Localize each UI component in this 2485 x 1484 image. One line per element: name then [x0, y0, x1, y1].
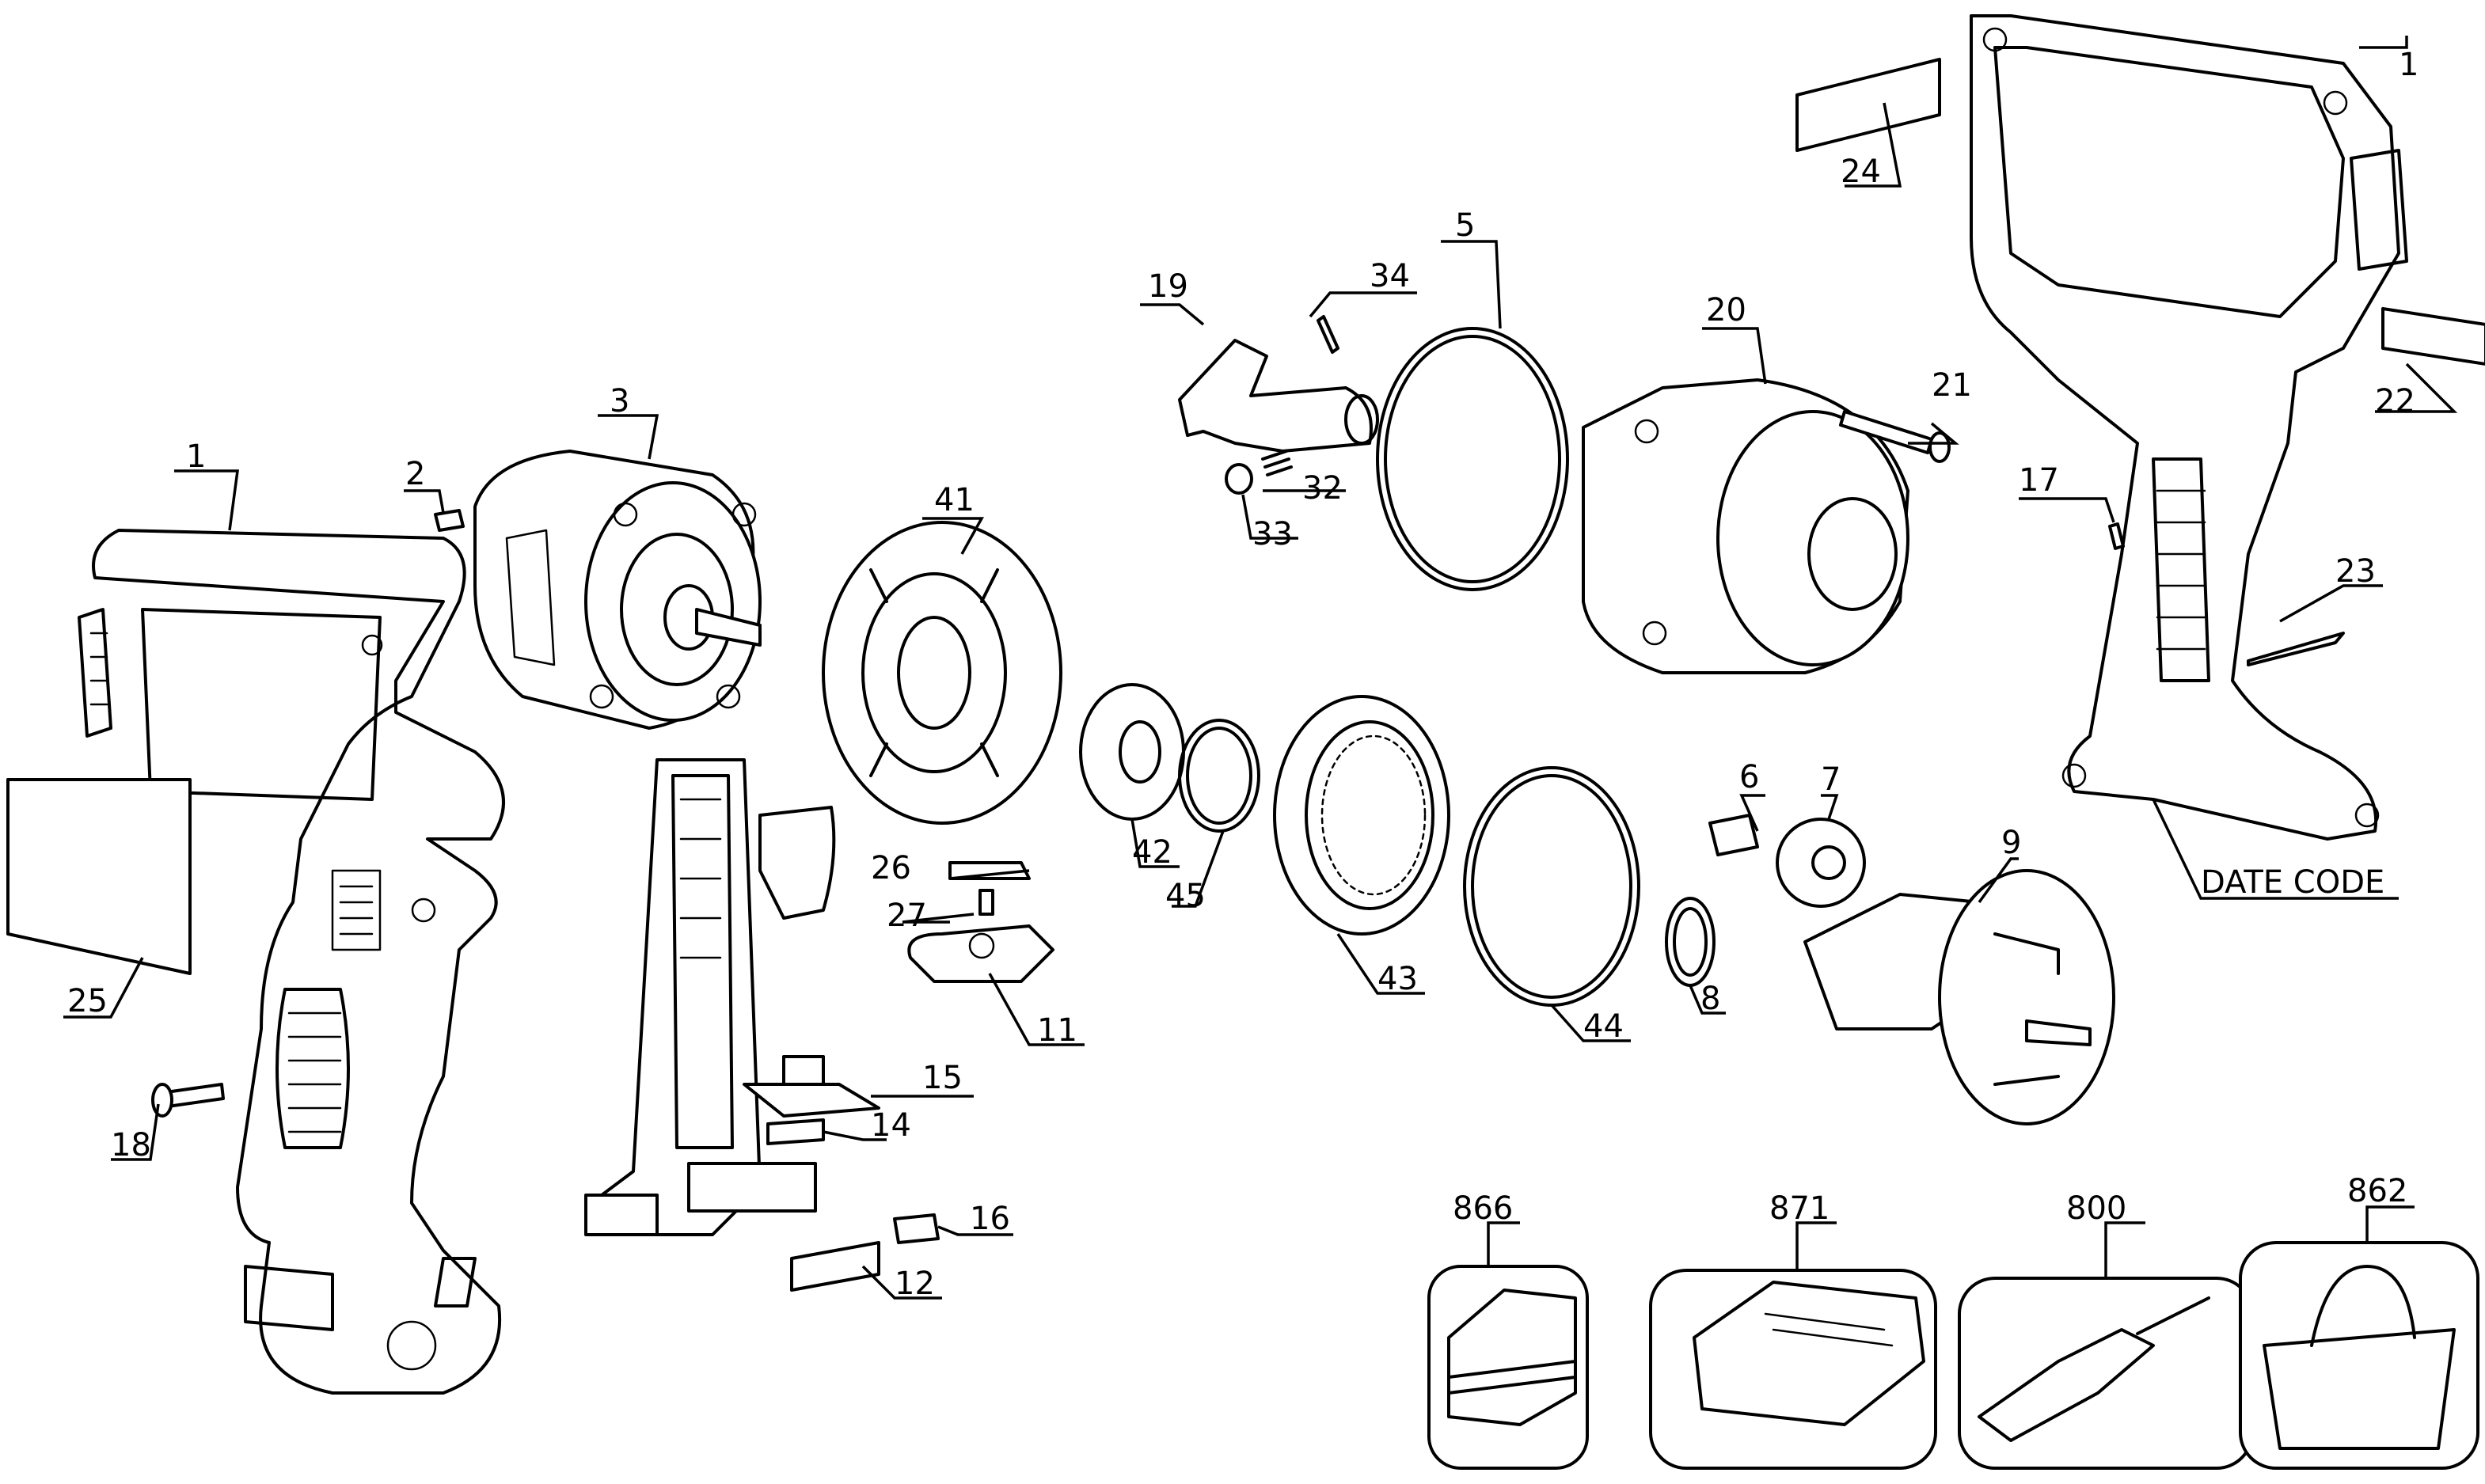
label-32: 32 [1302, 470, 1343, 507]
motor-part-3 [473, 450, 762, 730]
label-27: 27 [887, 898, 927, 934]
label-862: 862 [2347, 1173, 2407, 1209]
label-22: 22 [2375, 383, 2415, 419]
accessory-800-tool [1958, 1277, 2254, 1470]
hammer-9 [1803, 869, 2115, 1125]
part-labels: 1 2 3 41 19 34 5 20 21 32 33 24 1 22 17 … [67, 47, 2419, 1302]
label-7: 7 [1821, 761, 1841, 798]
gear-housing-41 [822, 521, 1062, 825]
label-43: 43 [1377, 961, 1418, 997]
label-date-code: DATE CODE [2201, 864, 2384, 901]
right-housing-part [1970, 14, 2408, 841]
label-15: 15 [922, 1060, 963, 1096]
trigger-parts [907, 861, 1054, 983]
label-18: 18 [111, 1127, 151, 1163]
switch-assembly [584, 758, 836, 1236]
label-24: 24 [1841, 154, 1881, 190]
label-1-left: 1 [186, 438, 206, 475]
o-ring-5 [1376, 327, 1569, 591]
small-electronics [743, 1055, 940, 1292]
washer-8 [1665, 897, 1716, 987]
label-9: 9 [2001, 825, 2021, 861]
pin-17 [2108, 522, 2125, 550]
detent-32-33 [1225, 450, 1293, 495]
screw-18 [151, 1083, 225, 1118]
label-1-right: 1 [2399, 47, 2419, 83]
label-2: 2 [405, 456, 425, 492]
accessory-866-battery [1427, 1265, 1589, 1470]
o-ring-45 [1178, 719, 1260, 833]
label-800: 800 [2066, 1190, 2126, 1227]
label-33: 33 [1252, 516, 1293, 552]
washer-42 [1079, 683, 1185, 821]
left-housing-part [78, 529, 505, 1395]
label-45: 45 [1165, 878, 1206, 914]
label-25-sheet [6, 778, 192, 975]
label-21: 21 [1932, 367, 1972, 404]
leader-lines [63, 36, 2458, 1300]
label-44: 44 [1583, 1008, 1624, 1045]
label-16: 16 [970, 1201, 1010, 1237]
label-8: 8 [1700, 981, 1720, 1017]
pin-34 [1317, 315, 1339, 354]
label-17: 17 [2019, 462, 2059, 499]
label-866: 866 [1453, 1190, 1513, 1227]
label-871: 871 [1769, 1190, 1830, 1227]
front-housing-20 [1582, 378, 1909, 674]
label-12: 12 [895, 1266, 935, 1302]
pin-6-gear-7 [1708, 814, 1866, 908]
label-22-sheet [2381, 307, 2485, 366]
label-24-sheet [1795, 58, 1941, 152]
label-23-sheet [2247, 632, 2345, 666]
label-6: 6 [1739, 759, 1759, 795]
pin-2 [434, 509, 465, 532]
o-ring-44 [1463, 766, 1640, 1007]
label-11: 11 [1037, 1012, 1077, 1049]
label-19: 19 [1148, 268, 1188, 305]
label-42: 42 [1132, 834, 1172, 871]
ring-gear-43 [1273, 695, 1450, 936]
anvil-19 [1178, 339, 1379, 453]
label-23: 23 [2335, 553, 2376, 590]
accessory-862-bag [2239, 1241, 2479, 1470]
label-34: 34 [1370, 258, 1410, 294]
label-25: 25 [67, 983, 108, 1019]
label-5: 5 [1455, 207, 1475, 244]
accessory-871-charger [1649, 1269, 1937, 1470]
label-3: 3 [610, 383, 629, 419]
label-41: 41 [934, 482, 975, 518]
label-20: 20 [1706, 292, 1746, 328]
label-14: 14 [871, 1107, 911, 1144]
label-26: 26 [871, 850, 911, 886]
